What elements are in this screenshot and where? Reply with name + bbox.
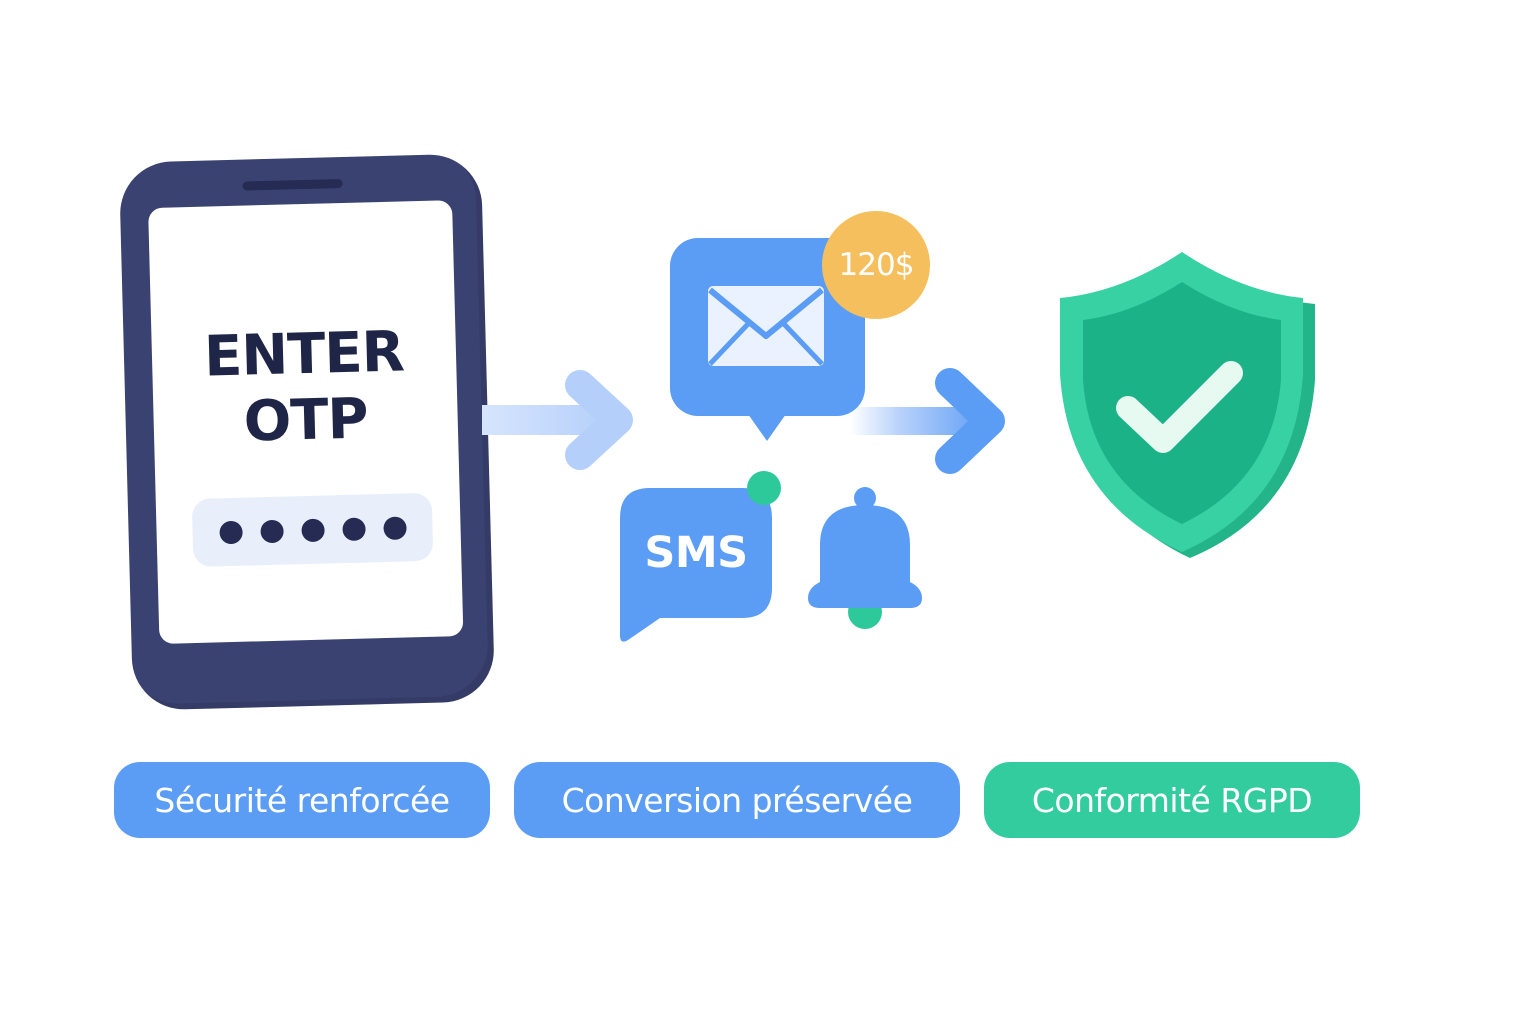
envelope-icon xyxy=(670,238,865,441)
sms-label: SMS xyxy=(644,528,748,578)
label-compliance: Conformité RGPD xyxy=(984,762,1360,838)
price-badge-label: 120$ xyxy=(838,247,915,283)
arrow-right-icon xyxy=(850,368,1005,474)
label-security: Sécurité renforcée xyxy=(114,762,490,838)
sms-bubble-icon xyxy=(620,471,781,642)
bell-icon xyxy=(808,487,922,629)
label-conversion: Conversion préservée xyxy=(514,762,960,838)
price-badge-icon xyxy=(822,211,930,319)
arrow-right-icon xyxy=(482,370,633,470)
shield-check-icon xyxy=(1060,252,1315,558)
